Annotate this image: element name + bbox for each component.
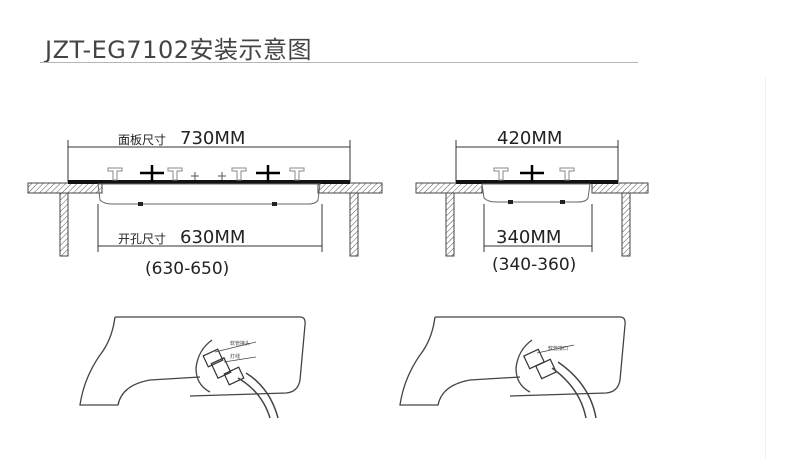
glass-panel	[456, 180, 618, 184]
cutout-dimension: 开孔尺寸 630MM	[97, 204, 323, 252]
burner-icons	[140, 165, 280, 182]
cutout-depth-range: (340-360)	[492, 255, 576, 275]
cabinet-wall-right	[621, 192, 631, 257]
countertop-left	[27, 182, 103, 194]
panel-depth-dimension: 420MM	[455, 128, 619, 182]
countertop-right	[591, 182, 649, 194]
pan-supports	[107, 167, 305, 181]
front-view-diagram: 面板尺寸 730MM	[27, 128, 383, 279]
hose-port-label: 软管接口	[548, 345, 568, 352]
countertop-left	[415, 182, 483, 194]
hob-body	[481, 183, 591, 203]
gas-connection-detail-left	[79, 316, 306, 419]
page-title: JZT-EG7102安装示意图	[45, 36, 312, 64]
cutout-size-value: 630MM	[180, 227, 245, 248]
gas-connection-detail-right	[399, 316, 626, 419]
title-divider	[40, 62, 638, 63]
panel-size-label: 面板尺寸	[118, 133, 166, 147]
hob-body	[97, 183, 321, 205]
lamp-wire-label: 灯线	[230, 353, 240, 360]
side-view-diagram: 420MM 340MM (340-360)	[415, 128, 649, 275]
panel-dimension: 面板尺寸 730MM	[67, 128, 351, 182]
burner-icon	[520, 165, 544, 182]
cabinet-wall-left	[59, 192, 69, 257]
glass-panel	[68, 180, 350, 184]
cutout-size-label: 开孔尺寸	[118, 232, 166, 246]
edge-line	[765, 78, 766, 458]
cabinet-wall-left	[445, 192, 455, 257]
cutout-range: (630-650)	[145, 259, 229, 279]
cutout-depth-dimension: 340MM	[483, 204, 593, 252]
hose-joint-label: 软管接头	[230, 340, 250, 347]
countertop-right	[317, 182, 383, 194]
cabinet-wall-right	[349, 192, 359, 257]
cutout-depth-value: 340MM	[496, 227, 561, 248]
panel-size-value: 730MM	[180, 128, 245, 149]
panel-depth-value: 420MM	[497, 128, 562, 149]
